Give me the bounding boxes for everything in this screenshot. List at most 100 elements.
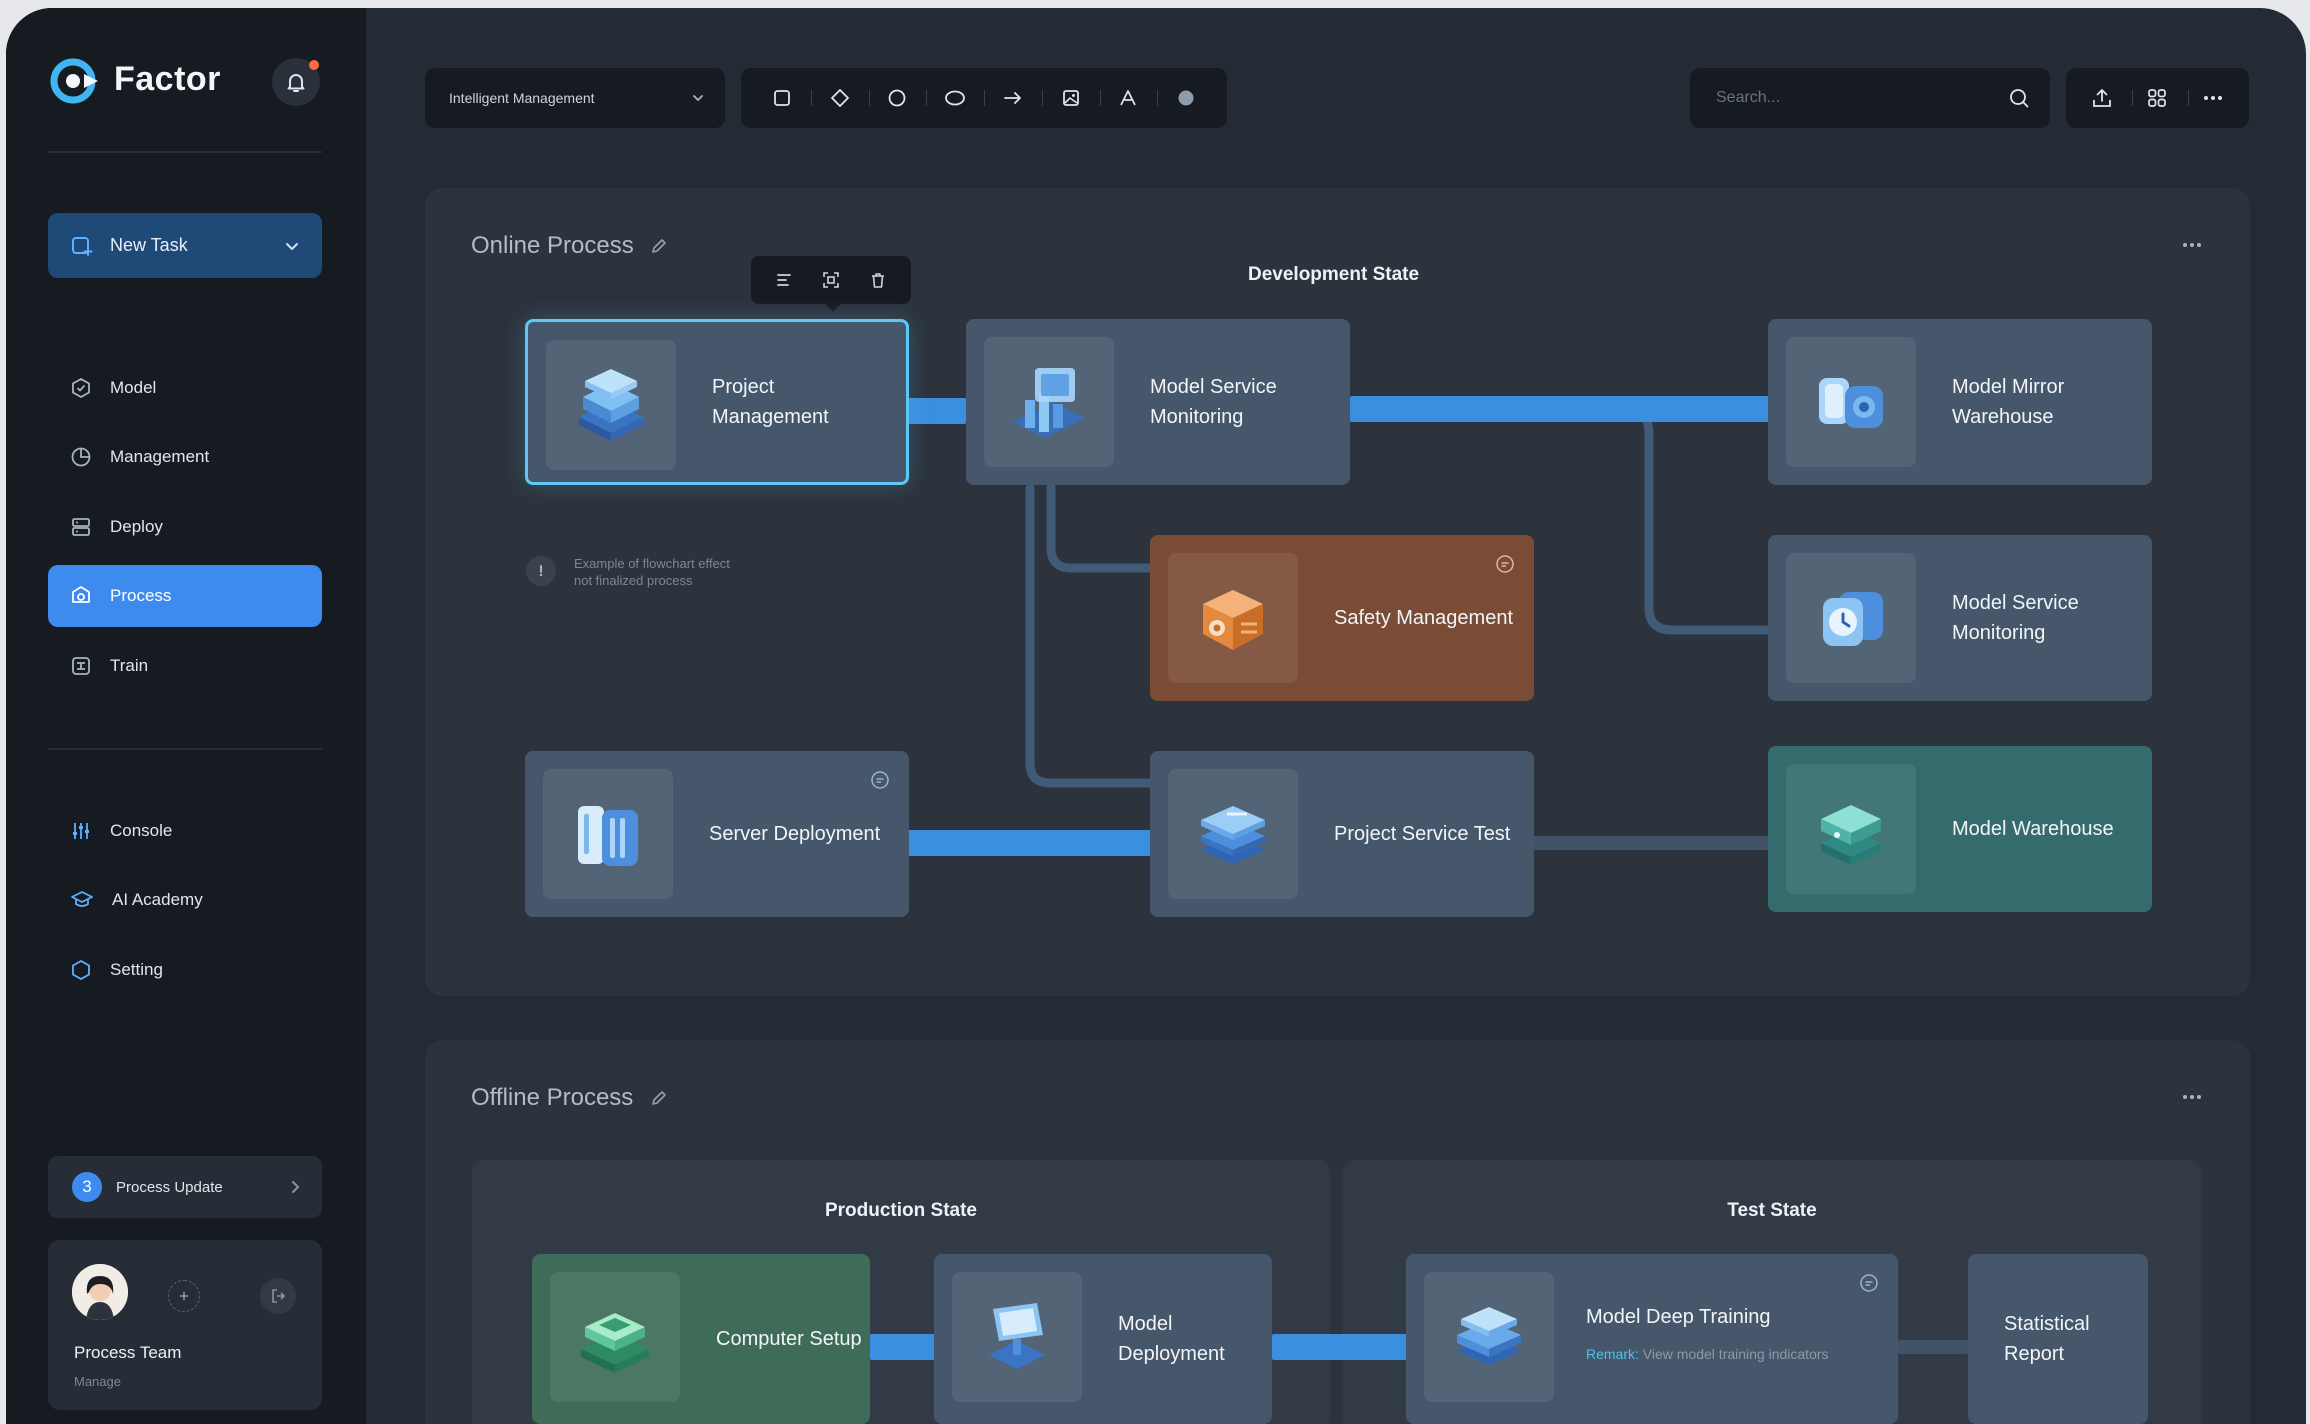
edit-pencil-icon[interactable] bbox=[650, 1089, 668, 1107]
user-portrait-icon bbox=[72, 1264, 128, 1320]
production-state-label: Production State bbox=[824, 1200, 977, 1221]
sidebar-item-label: Model bbox=[110, 378, 157, 397]
panel-title-text: Offline Process bbox=[471, 1084, 634, 1111]
node-safety-management[interactable]: Safety Management bbox=[1150, 535, 1534, 701]
logout-button[interactable] bbox=[260, 1278, 296, 1314]
sidebar-item-label: Train bbox=[110, 656, 149, 675]
node-label: Project Management bbox=[712, 376, 829, 428]
new-task-button[interactable]: New Task bbox=[48, 213, 322, 278]
image-icon bbox=[1062, 90, 1079, 106]
sidebar-item-label: Setting bbox=[110, 960, 163, 979]
sidebar-item-label: AI Academy bbox=[112, 890, 203, 909]
group-select-icon[interactable] bbox=[821, 270, 841, 290]
notification-dot bbox=[309, 60, 319, 70]
node-label: Model Deep Training bbox=[1586, 1306, 1771, 1328]
tool-square[interactable] bbox=[753, 68, 811, 128]
edit-pencil-icon[interactable] bbox=[650, 237, 668, 255]
avatar[interactable] bbox=[72, 1264, 128, 1320]
tool-arrow[interactable] bbox=[984, 68, 1042, 128]
node-model-service-monitoring-2[interactable]: Model Service Monitoring bbox=[1768, 535, 2152, 701]
factor-logo-icon bbox=[50, 58, 98, 104]
search-icon[interactable] bbox=[2008, 87, 2030, 109]
sidebar-item-ai-academy[interactable]: AI Academy bbox=[48, 869, 322, 931]
node-project-management[interactable]: Project Management bbox=[525, 319, 909, 485]
hint-line: not finalized process bbox=[574, 573, 693, 588]
hint-line: Example of flowchart effect bbox=[574, 556, 730, 571]
connector-project-to-monitoring bbox=[906, 398, 966, 424]
sidebar-item-console[interactable]: Console bbox=[48, 800, 322, 862]
tool-image[interactable] bbox=[1041, 68, 1100, 128]
sidebar-item-deploy[interactable]: Deploy bbox=[48, 496, 322, 558]
ellipse-icon bbox=[945, 90, 966, 106]
offline-panel-more-button[interactable] bbox=[2172, 1082, 2212, 1112]
comment-icon[interactable] bbox=[1858, 1272, 1880, 1294]
connector-server-to-test bbox=[906, 830, 1152, 856]
sliders-icon bbox=[73, 823, 89, 839]
remark-label: Remark: bbox=[1586, 1346, 1639, 1362]
monitoring-chart-icon bbox=[984, 337, 1114, 467]
search-input[interactable] bbox=[1714, 88, 2008, 108]
comment-icon[interactable] bbox=[869, 769, 891, 791]
tool-ellipse[interactable] bbox=[926, 68, 984, 128]
color-dot-icon bbox=[1178, 90, 1194, 106]
node-model-service-monitoring[interactable]: Model Service Monitoring bbox=[966, 319, 1350, 485]
team-name: Process Team bbox=[74, 1343, 182, 1362]
online-process-title: Online Process bbox=[471, 232, 668, 260]
node-label: Statistical Report bbox=[2004, 1313, 2090, 1365]
node-model-deployment[interactable]: Model Deployment bbox=[934, 1254, 1272, 1424]
upload-icon bbox=[2092, 89, 2111, 107]
sidebar: Factor New Task Model Management Deploy … bbox=[6, 8, 366, 1424]
new-task-label: New Task bbox=[110, 235, 188, 255]
text-icon bbox=[1120, 90, 1137, 106]
sidebar-item-setting[interactable]: Setting bbox=[48, 939, 322, 1001]
tool-text[interactable] bbox=[1099, 68, 1158, 128]
node-model-deep-training[interactable]: Model Deep Training Remark: View model t… bbox=[1406, 1254, 1898, 1424]
node-statistical-report[interactable]: Statistical Report bbox=[1968, 1254, 2148, 1424]
connector-setup-to-deployment bbox=[870, 1334, 940, 1360]
team-manage-link[interactable]: Manage bbox=[74, 1374, 121, 1389]
export-button[interactable] bbox=[2077, 68, 2127, 128]
process-update-label: Process Update bbox=[116, 1178, 223, 1196]
node-project-service-test[interactable]: Project Service Test bbox=[1150, 751, 1534, 917]
trash-icon[interactable] bbox=[868, 270, 888, 290]
more-options-button[interactable] bbox=[2188, 68, 2238, 128]
online-panel-more-button[interactable] bbox=[2172, 230, 2212, 260]
layered-stack-icon bbox=[1168, 769, 1298, 899]
more-horizontal-icon bbox=[2183, 243, 2201, 247]
grid-view-button[interactable] bbox=[2132, 68, 2182, 128]
sidebar-divider bbox=[48, 151, 322, 153]
sidebar-item-label: Console bbox=[110, 821, 173, 840]
training-stack-icon bbox=[1424, 1272, 1554, 1402]
more-horizontal-icon bbox=[2204, 96, 2223, 100]
safe-box-icon bbox=[1168, 553, 1298, 683]
add-member-button[interactable] bbox=[168, 1280, 200, 1312]
graduation-cap-icon bbox=[71, 891, 93, 907]
align-left-icon[interactable] bbox=[774, 270, 794, 290]
sidebar-item-management[interactable]: Management bbox=[48, 426, 322, 488]
bell-icon bbox=[287, 74, 305, 92]
tool-circle[interactable] bbox=[868, 68, 927, 128]
clock-chart-icon bbox=[71, 447, 91, 467]
process-update-button[interactable]: 3 Process Update bbox=[48, 1156, 322, 1218]
computer-monitor-icon bbox=[952, 1272, 1082, 1402]
node-context-toolbar bbox=[751, 256, 911, 304]
node-model-warehouse[interactable]: Model Warehouse bbox=[1768, 746, 2152, 912]
sidebar-item-model[interactable]: Model bbox=[48, 357, 322, 419]
chevron-down-icon bbox=[693, 95, 703, 102]
sidebar-item-train[interactable]: Train bbox=[48, 635, 322, 697]
new-task-icon bbox=[72, 236, 93, 256]
tool-color[interactable] bbox=[1157, 68, 1215, 128]
shape-toolbar bbox=[741, 68, 1227, 128]
node-label: Computer Setup bbox=[716, 1328, 862, 1350]
node-server-deployment[interactable]: Server Deployment bbox=[525, 751, 909, 917]
node-computer-setup[interactable]: Computer Setup bbox=[532, 1254, 870, 1424]
comment-icon[interactable] bbox=[1494, 553, 1516, 575]
node-remark: Remark: View model training indicators bbox=[1586, 1346, 1829, 1362]
clock-device-icon bbox=[1786, 553, 1916, 683]
node-label: Project Service Test bbox=[1334, 823, 1511, 845]
tool-diamond[interactable] bbox=[810, 68, 869, 128]
offline-process-title: Offline Process bbox=[471, 1084, 668, 1112]
node-model-mirror-warehouse[interactable]: Model Mirror Warehouse bbox=[1768, 319, 2152, 485]
workspace-dropdown[interactable]: Intelligent Management bbox=[425, 68, 725, 128]
sidebar-item-process[interactable]: Process bbox=[48, 565, 322, 627]
